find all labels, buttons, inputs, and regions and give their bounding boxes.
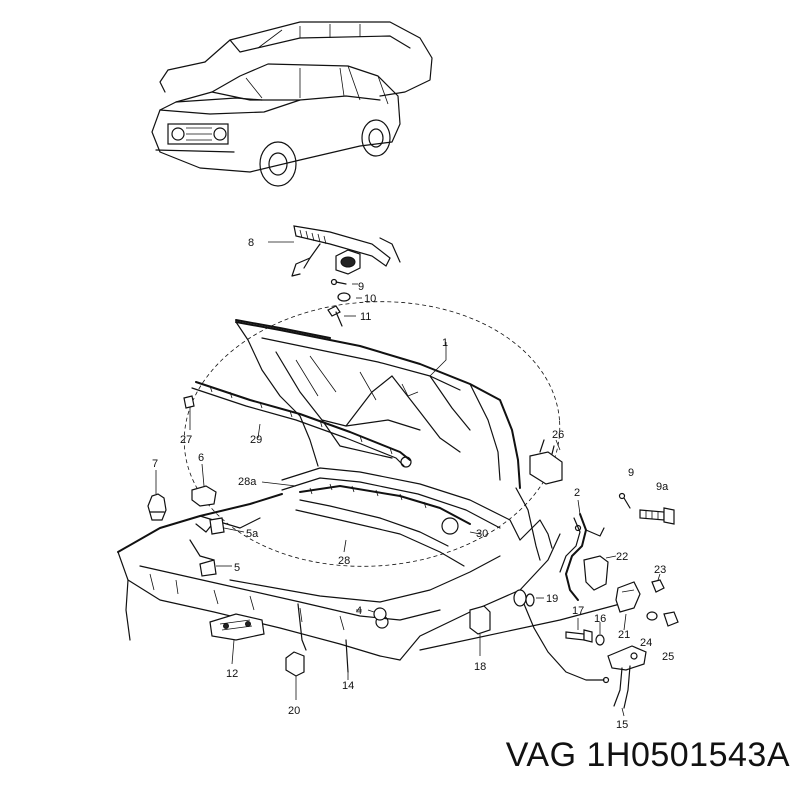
callout-9a: 9a <box>656 481 669 493</box>
callout-11: 11 <box>360 311 371 323</box>
part-8-release-lever <box>291 225 401 277</box>
part-26-latch <box>529 439 563 485</box>
callout-28: 28 <box>338 555 350 567</box>
parts-21-25-hinge-hardware <box>615 573 679 631</box>
callout-25: 25 <box>662 651 674 663</box>
part-6-clip <box>191 463 217 507</box>
callout-9-right: 9 <box>628 467 634 479</box>
callout-19: 19 <box>546 593 558 605</box>
callout-12: 12 <box>226 668 238 680</box>
callout-29: 29 <box>250 434 262 446</box>
part-2-hinge <box>559 499 605 601</box>
part-14-cable <box>297 603 349 680</box>
part-19-grommet-cable <box>513 589 610 684</box>
callout-23: 23 <box>654 564 666 576</box>
callout-24: 24 <box>640 637 652 649</box>
callout-7: 7 <box>152 458 158 470</box>
callout-5: 5 <box>234 562 240 574</box>
callout-15: 15 <box>616 719 628 731</box>
callout-14: 14 <box>342 680 354 692</box>
callout-21: 21 <box>618 629 630 641</box>
part-number-caption: VAG 1H0501543A <box>505 736 790 774</box>
part-16-washer <box>595 622 605 646</box>
car-illustration <box>151 21 433 187</box>
callout-26: 26 <box>552 429 564 441</box>
part-9a-bolt <box>618 492 675 525</box>
callout-28a: 28a <box>238 476 257 488</box>
callout-5a: 5a <box>246 528 259 540</box>
part-20-clip <box>285 651 305 700</box>
callout-leader-lines <box>257 241 481 611</box>
callout-10: 10 <box>364 293 376 305</box>
part-15-latch-bracket <box>607 645 647 717</box>
callout-20: 20 <box>288 705 300 717</box>
hood-assembly <box>117 301 621 661</box>
parts-9-10-11-fasteners <box>327 278 351 327</box>
callout-17: 17 <box>572 605 584 617</box>
callout-2: 2 <box>574 487 580 499</box>
callout-22: 22 <box>616 551 628 563</box>
part-5-clips <box>199 517 245 577</box>
part-7-rubber-buffer <box>147 470 167 521</box>
callout-4: 4 <box>356 605 362 617</box>
part-4-grommet <box>367 607 387 621</box>
callout-27: 27 <box>180 434 192 446</box>
callout-30: 30 <box>476 528 488 540</box>
callout-9: 9 <box>358 281 364 293</box>
part-17-bolt <box>565 618 593 643</box>
callout-6: 6 <box>198 452 204 464</box>
part-18-bracket <box>469 605 491 656</box>
part-12-lock <box>209 613 265 665</box>
callout-16: 16 <box>594 613 606 625</box>
callout-18: 18 <box>474 661 486 673</box>
callout-8: 8 <box>248 237 254 249</box>
callout-1: 1 <box>442 337 448 349</box>
part-22-hinge-plate <box>583 555 617 591</box>
